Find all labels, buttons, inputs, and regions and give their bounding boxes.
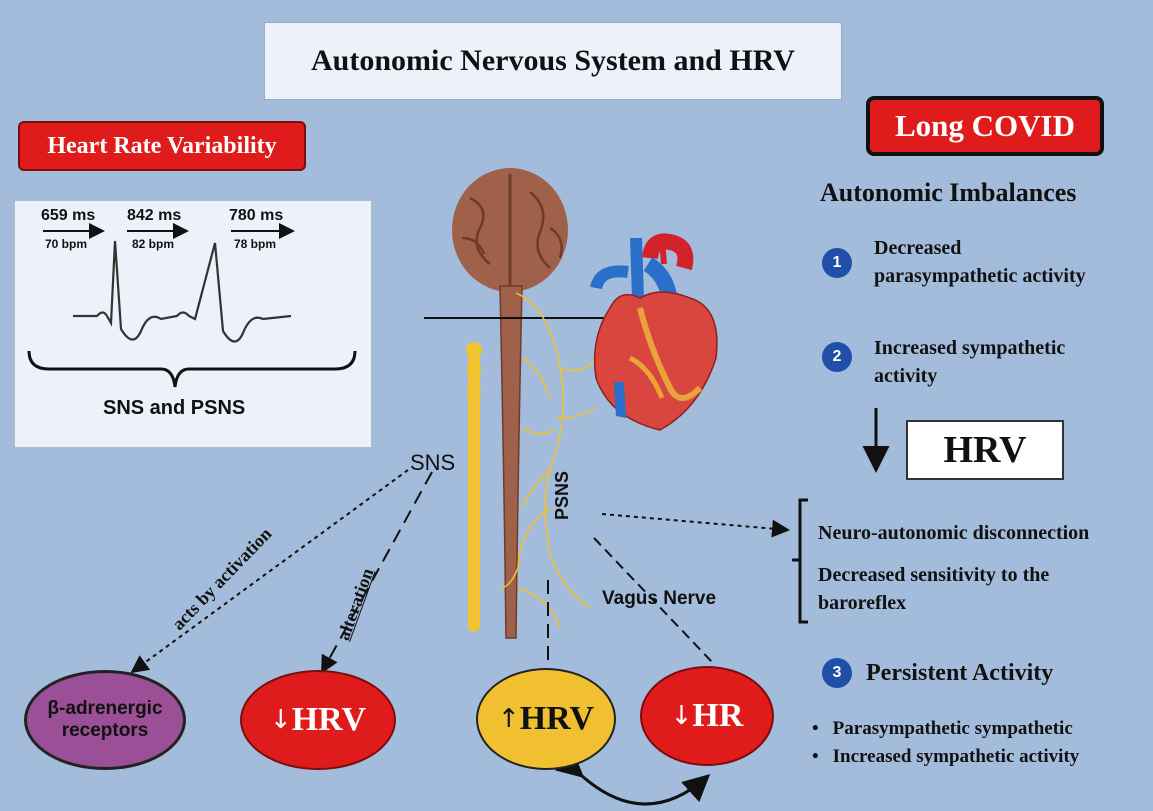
- interval-ms-3: 780 ms: [229, 207, 284, 224]
- beta-adrenergic-oval: β-adrenergic receptors: [24, 670, 186, 770]
- arrow-down-icon: ↓: [269, 705, 292, 735]
- vagus-nerve-label: Vagus Nerve: [602, 588, 717, 609]
- ecg-trace-graphic: [27, 223, 357, 388]
- persistent-activity-label: Persistent Activity: [866, 660, 1054, 686]
- heart-icon: [590, 233, 718, 431]
- ecg-panel: 659 ms 70 bpm 842 ms 82 bpm 780 ms 78 bp…: [14, 200, 372, 448]
- item-2-line2: activity: [874, 365, 938, 387]
- anatomy-illustration: [424, 168, 718, 639]
- consequence-3: baroreflex: [818, 592, 907, 614]
- badge-3: 3: [822, 658, 852, 688]
- autonomic-imbalances-heading: Autonomic Imbalances: [820, 178, 1077, 207]
- long-covid-tag: Long COVID: [866, 96, 1104, 156]
- list-item: Increased sympathetic activity: [812, 746, 1080, 768]
- item-2-line1: Increased sympathetic: [874, 337, 1066, 359]
- beta-line2: receptors: [61, 720, 149, 741]
- hr-decrease-oval: ↓ HR: [640, 666, 774, 766]
- interval-bpm-1: 70 bpm: [45, 237, 88, 251]
- imbalance-item-1: Decreased parasympathetic activity: [874, 234, 1086, 290]
- brain-icon: [452, 168, 568, 292]
- consequence-1: Neuro-autonomic disconnection: [818, 522, 1090, 544]
- hrv-down-text: HRV: [291, 701, 367, 738]
- item-1-line1: Decreased: [874, 237, 962, 259]
- interval-bpm-2: 82 bpm: [132, 237, 175, 251]
- hr-down-text: HR: [692, 697, 744, 734]
- arrow-up-icon: ↑: [497, 704, 520, 734]
- list-item: Parasympathetic sympathetic: [812, 718, 1079, 740]
- page-title: Autonomic Nervous System and HRV: [264, 22, 842, 100]
- imbalance-item-2: Increased sympathetic activity: [874, 334, 1065, 390]
- arrow-down-icon: ↓: [670, 701, 693, 731]
- hrv-tag: Heart Rate Variability: [18, 121, 306, 171]
- sympathetic-chain-icon: [466, 342, 482, 632]
- badge-1: 1: [822, 248, 852, 278]
- interval-ms-2: 842 ms: [127, 207, 182, 224]
- hrv-increase-oval: ↑ HRV: [476, 668, 616, 770]
- sns-label: SNS: [410, 450, 456, 475]
- interval-bpm-3: 78 bpm: [234, 237, 277, 251]
- item-1-line2: parasympathetic activity: [874, 265, 1086, 287]
- spinal-cord-icon: [499, 285, 523, 639]
- hrv-result-box: HRV: [906, 420, 1064, 480]
- badge-2: 2: [822, 342, 852, 372]
- consequence-2: Decreased sensitivity to the: [818, 564, 1050, 586]
- beta-line1: β-adrenergic: [47, 698, 163, 719]
- ecg-caption: SNS and PSNS: [103, 397, 246, 419]
- hrv-up-text: HRV: [519, 700, 595, 737]
- hrv-decrease-oval: ↓ HRV: [240, 670, 396, 770]
- interval-ms-1: 659 ms: [41, 207, 96, 224]
- persistent-activity-list: Parasympathetic sympathetic Increased sy…: [812, 718, 1080, 774]
